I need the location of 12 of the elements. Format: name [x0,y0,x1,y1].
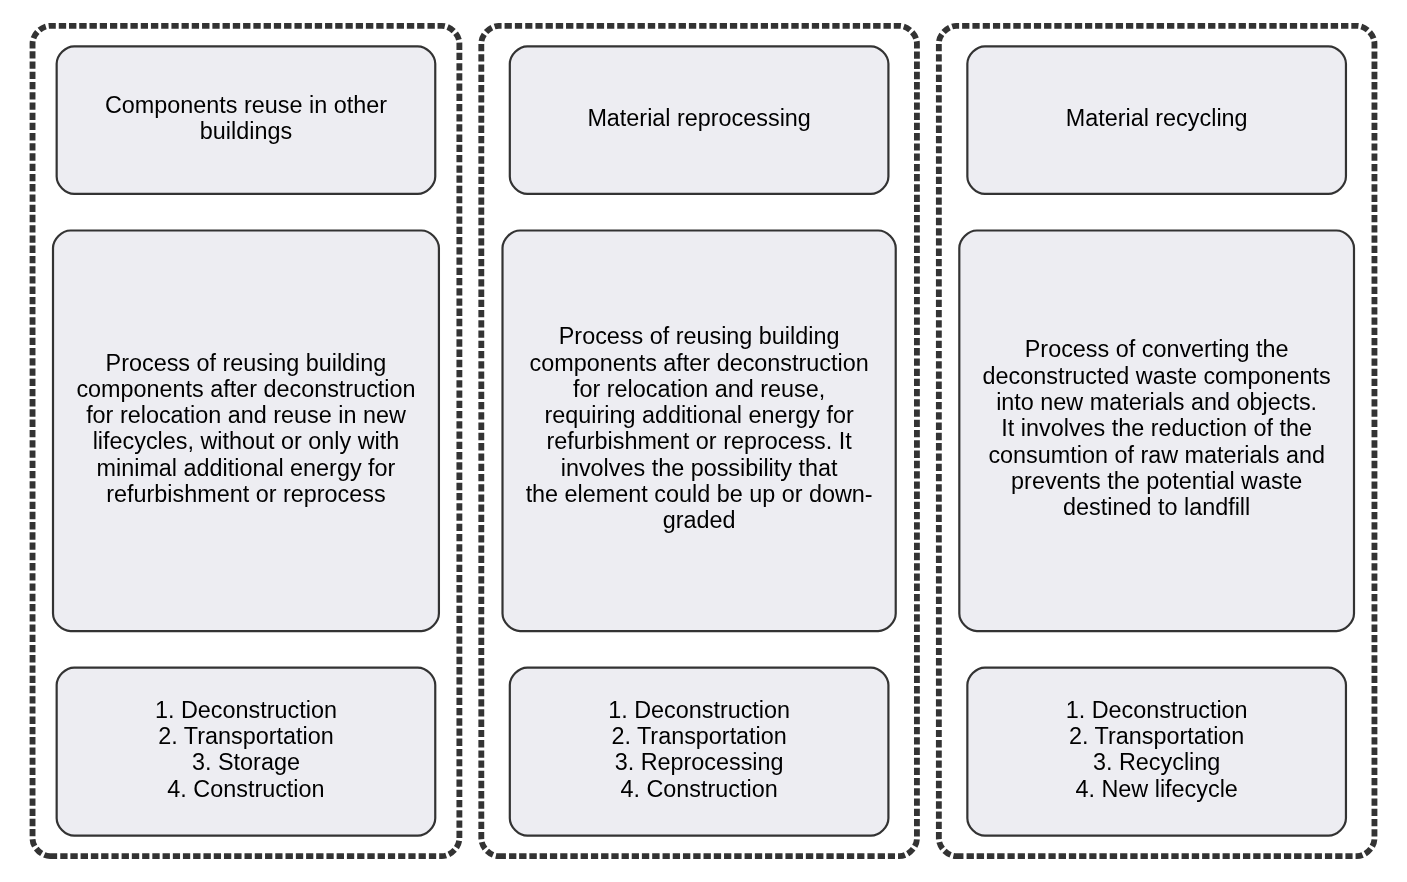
node-box: 1. Deconstruction 2. Transportation 3. Recycling 4. New lifecycle [966,666,1348,837]
node-box: Process of reusing building components after deconstruction for relocation and reuse in new lifecycles, without or only with minimal additional energy for refurbishment or reprocess [51,229,440,633]
node-box: 1. Deconstruction 2. Transportation 3. Storage 4. Construction [55,666,437,837]
node-box: Process of reusing building components after deconstruction for relocation and reuse, requiring additional energy for refurbishment or reprocess. It involves the possibility that the element could be up or down-graded [501,229,897,633]
node-box: Components reuse in other buildings [55,45,437,196]
node-box: Material recycling [966,45,1348,196]
node-box: 1. Deconstruction 2. Transportation 3. Reprocessing 4. Construction [508,666,890,837]
cluster [935,22,1378,860]
node-box: Material reprocessing [508,45,890,196]
cluster [29,22,463,860]
cluster [478,22,920,860]
node-box: Process of converting the deconstructed waste components into new materials and objects. It involves the reduction of the consumtion of raw materials and prevents the potential waste destined to landfill [958,229,1356,633]
